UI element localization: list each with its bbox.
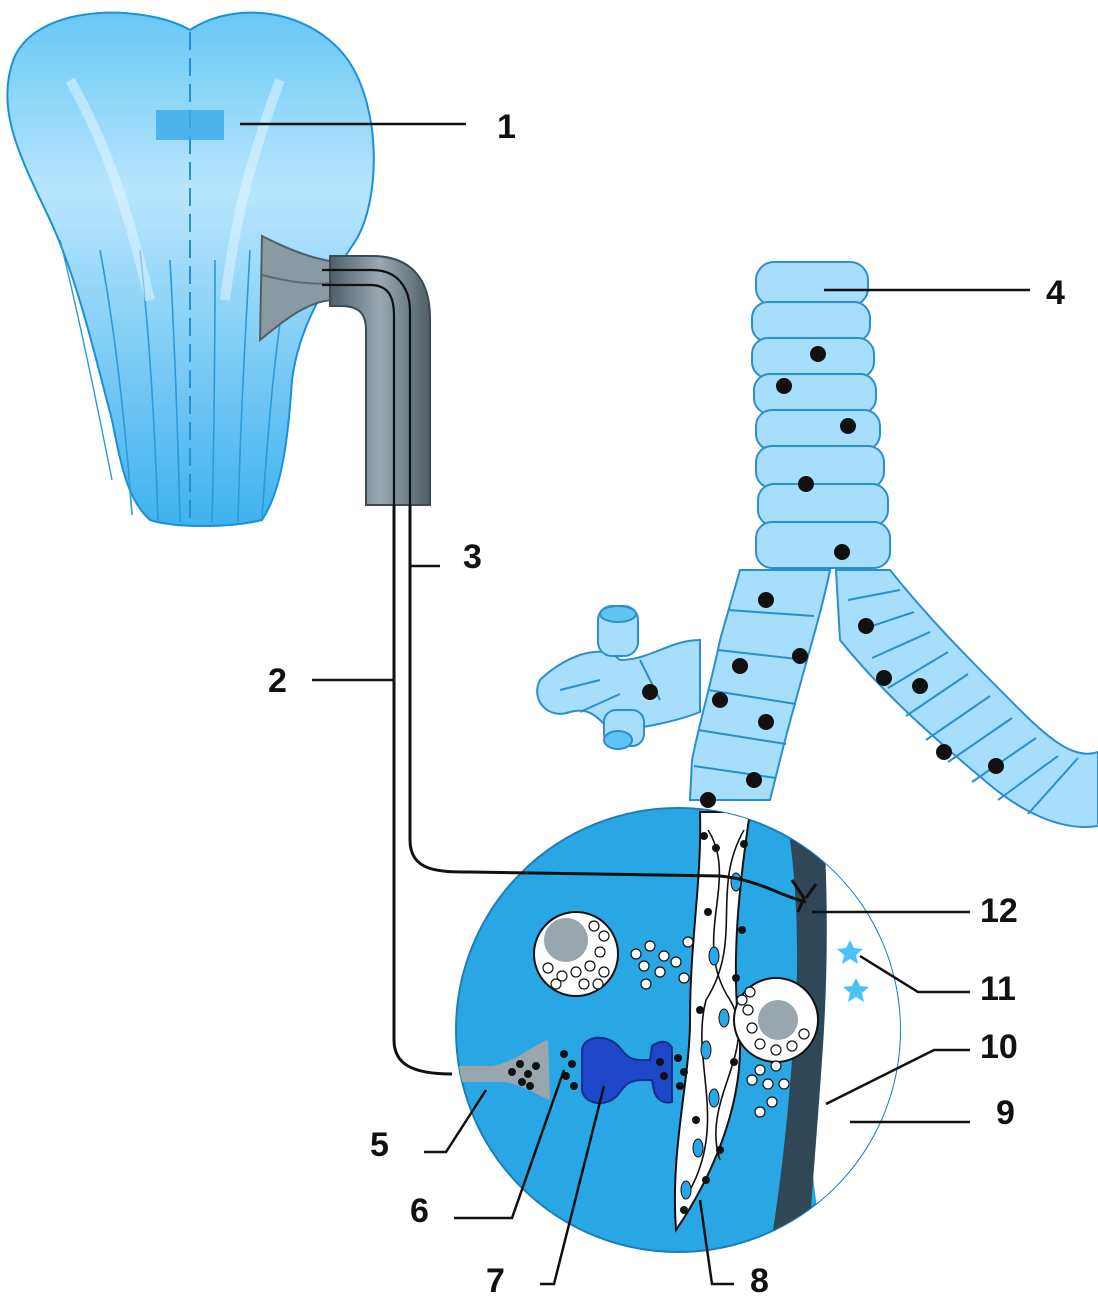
label-8: 8 xyxy=(750,1262,769,1296)
label-9: 9 xyxy=(996,1094,1015,1132)
nucleus-marker xyxy=(156,110,224,140)
label-5: 5 xyxy=(370,1126,389,1164)
magnified-circle-icon xyxy=(452,800,920,1270)
label-1: 1 xyxy=(497,108,516,146)
label-7: 7 xyxy=(486,1262,505,1296)
label-4: 4 xyxy=(1046,274,1065,312)
label-2: 2 xyxy=(268,662,287,700)
label-12: 12 xyxy=(980,892,1018,930)
label-3: 3 xyxy=(463,538,482,576)
label-10: 10 xyxy=(980,1028,1018,1066)
fiber-2 xyxy=(394,505,452,1074)
label-6: 6 xyxy=(410,1192,429,1230)
label-11: 11 xyxy=(980,970,1016,1008)
